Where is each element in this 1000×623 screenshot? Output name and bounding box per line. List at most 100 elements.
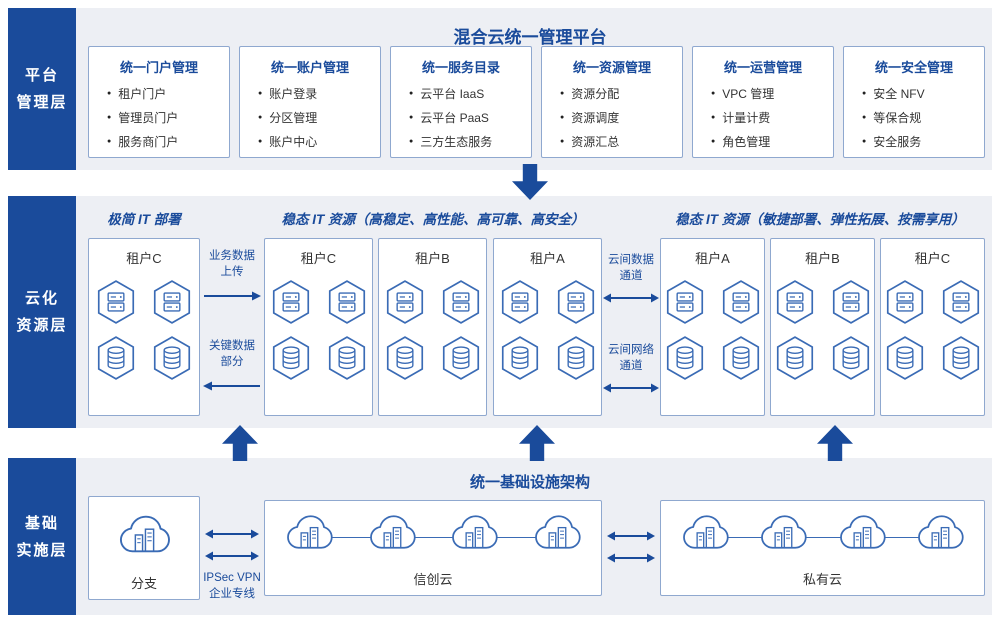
cloud-datacenter-icon — [364, 509, 420, 555]
module-item-list: 安全 NFV 等保合规 安全服务 — [862, 85, 984, 150]
infrastructure-band: 基础 实施层 统一基础设施架构 分支 IPSec VPN 企业专线 — [8, 458, 992, 615]
agile-tenant-box: 租户B — [770, 238, 875, 416]
agile-tenant-box: 租户C — [880, 238, 985, 416]
tenant-label: 租户C — [126, 251, 162, 266]
database-hexagon-icon — [95, 335, 137, 381]
edge-tenant-box: 租户C — [88, 238, 200, 416]
vpn-label-line: IPSec VPN — [203, 572, 261, 584]
flow-label-line: 业务数据 — [209, 250, 255, 262]
module-item: 等保合规 — [862, 109, 984, 126]
tenant-label: 租户B — [415, 251, 450, 266]
channel-label-line: 通道 — [619, 360, 643, 373]
infra-to-resource-arrow-icon — [519, 425, 555, 461]
channel-label-line: 云间数据 — [608, 254, 654, 266]
channel-label-line: 云间网络 — [608, 344, 654, 356]
cloud-datacenter-icon — [755, 509, 811, 555]
flow-label-line: 关键数据 — [209, 340, 255, 352]
server-hexagon-icon — [151, 279, 193, 325]
database-hexagon-icon — [499, 335, 541, 381]
infra-layer-label: 基础 实施层 — [8, 458, 76, 615]
server-hexagon-icon — [830, 279, 872, 325]
stable-tenant-box: 租户B — [378, 238, 487, 416]
module-box-service-catalog: 统一服务目录 云平台 IaaS 云平台 PaaS 三方生态服务 — [390, 46, 532, 158]
inter-cloud-network-arrow-icon — [603, 383, 659, 393]
infra-to-resource-arrow-icon — [222, 425, 258, 461]
tenant-label: 租户C — [914, 251, 951, 266]
cloud-icon-row — [281, 509, 585, 555]
layer-label-line: 云化 — [24, 290, 59, 307]
database-hexagon-icon — [270, 335, 312, 381]
header-simple-it-deploy: 极简 IT 部署 — [107, 212, 181, 227]
server-hexagon-icon — [555, 279, 597, 325]
tenant-icon-grid — [89, 279, 199, 381]
server-hexagon-icon — [499, 279, 541, 325]
database-hexagon-icon — [151, 335, 193, 381]
channel-label-line: 通道 — [619, 270, 643, 283]
header-agile-it: 稳态 IT 资源（敏捷部署、弹性拓展、按需享用） — [675, 212, 965, 227]
layer-label-line: 管理层 — [16, 94, 68, 111]
module-title: 统一账户管理 — [270, 60, 349, 75]
module-item: 账户登录 — [258, 85, 380, 102]
module-box-security: 统一安全管理 安全 NFV 等保合规 安全服务 — [843, 46, 985, 158]
tenant-label: 租户B — [805, 251, 840, 266]
branch-box: 分支 — [88, 496, 200, 600]
database-hexagon-icon — [884, 335, 926, 381]
module-box-resource: 统一资源管理 资源分配 资源调度 资源汇总 — [541, 46, 683, 158]
server-hexagon-icon — [940, 279, 982, 325]
server-hexagon-icon — [884, 279, 926, 325]
module-title: 统一门户管理 — [119, 60, 198, 75]
module-item: 管理员门户 — [107, 109, 229, 126]
layer-label-line: 基础 — [24, 514, 59, 532]
module-box-account: 统一账户管理 账户登录 分区管理 账户中心 — [239, 46, 381, 158]
module-item-list: 账户登录 分区管理 账户中心 — [258, 85, 380, 150]
database-hexagon-icon — [830, 335, 872, 381]
database-hexagon-icon — [440, 335, 482, 381]
tenant-label: 租户C — [300, 251, 337, 266]
infra-to-resource-arrow-icon — [817, 425, 853, 461]
cloud-connector-line — [703, 537, 942, 538]
database-hexagon-icon — [384, 335, 426, 381]
platform-management-band: 平台 管理层 混合云统一管理平台 统一门户管理 租户门户 管理员门户 服务商门户… — [8, 8, 992, 170]
server-hexagon-icon — [270, 279, 312, 325]
cloud-datacenter-icon — [529, 509, 585, 555]
vpn-arrow-icon — [205, 551, 259, 561]
database-hexagon-icon — [326, 335, 368, 381]
module-title: 统一安全管理 — [874, 60, 953, 75]
flow-label-line: 上传 — [220, 266, 244, 279]
cloud-datacenter-icon — [446, 509, 502, 555]
module-title: 统一运营管理 — [723, 60, 802, 75]
module-item: 服务商门户 — [107, 133, 229, 150]
module-item: 云平台 PaaS — [409, 109, 531, 126]
database-hexagon-icon — [555, 335, 597, 381]
vpn-label: IPSec VPN 企业专线 — [198, 570, 266, 602]
tenant-icon-grid — [771, 279, 874, 381]
platform-title: 混合云统一管理平台 — [453, 28, 607, 47]
upload-arrow-icon — [204, 291, 261, 301]
layer-label-line: 资源层 — [16, 317, 68, 334]
module-item: 安全服务 — [862, 133, 984, 150]
server-hexagon-icon — [384, 279, 426, 325]
channel-label-data: 云间数据 通道 — [600, 252, 662, 284]
cloud-datacenter-icon — [281, 509, 337, 555]
module-item: 云平台 IaaS — [409, 85, 531, 102]
stable-tenant-box: 租户C — [264, 238, 373, 416]
layer-label-line: 平台 — [24, 67, 59, 84]
module-item-list: VPC 管理 计量计费 角色管理 — [711, 85, 833, 150]
flow-label-upload: 业务数据 上传 — [200, 248, 264, 280]
cloud-icon-row — [677, 509, 968, 555]
tenant-label: 租户A — [695, 251, 730, 266]
server-hexagon-icon — [720, 279, 762, 325]
branch-cloud-icon — [113, 509, 175, 559]
private-cloud-label: 私有云 — [802, 572, 842, 587]
server-hexagon-icon — [95, 279, 137, 325]
module-item: 三方生态服务 — [409, 133, 531, 150]
private-cloud-box: 私有云 — [660, 500, 985, 596]
vpn-arrow-icon — [205, 529, 259, 539]
module-item: VPC 管理 — [711, 85, 833, 102]
module-item: 角色管理 — [711, 133, 833, 150]
stable-tenant-box: 租户A — [493, 238, 602, 416]
module-item: 资源汇总 — [560, 133, 682, 150]
database-hexagon-icon — [774, 335, 816, 381]
branch-label: 分支 — [130, 576, 157, 591]
module-item-list: 资源分配 资源调度 资源汇总 — [560, 85, 682, 150]
